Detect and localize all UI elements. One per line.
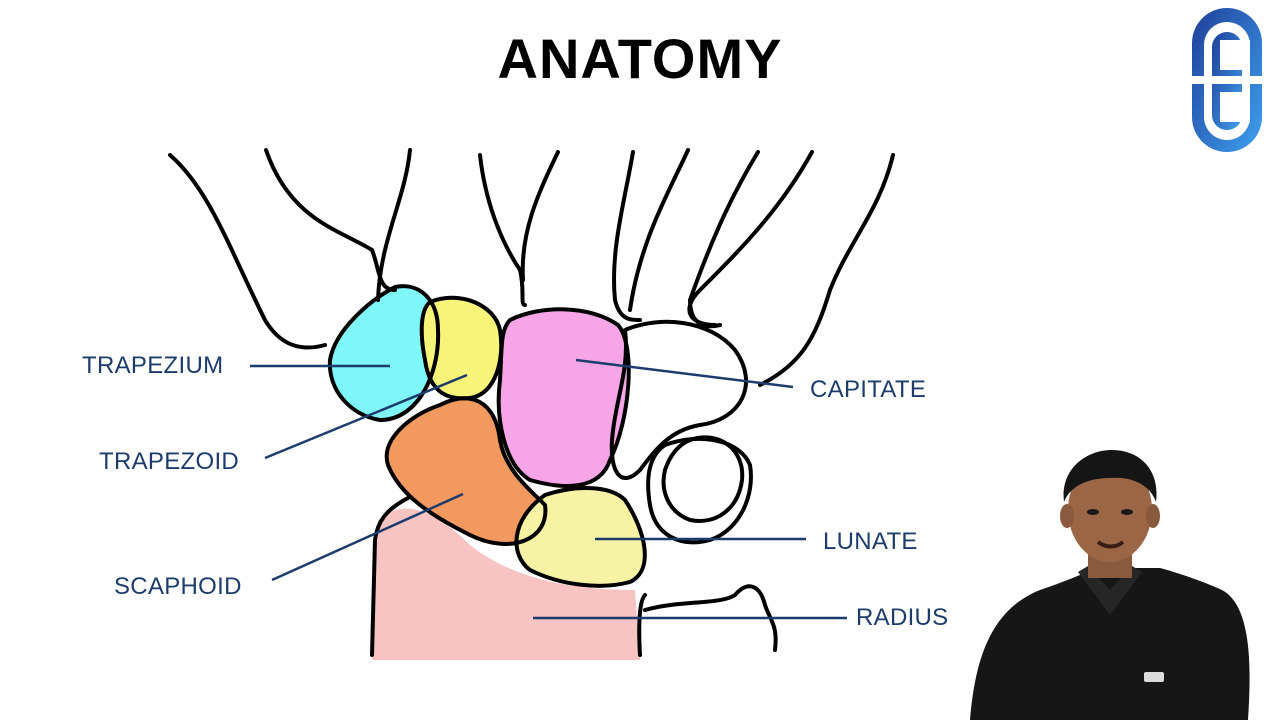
capitate-fill (499, 309, 627, 486)
scaphoid-outline (384, 396, 548, 546)
presenter-face (1068, 458, 1152, 562)
lunate-outline (514, 486, 647, 588)
presenter-ear-right (1146, 504, 1160, 528)
lunate-fill (516, 488, 645, 586)
scaphoid-label: SCAPHOID (114, 573, 242, 600)
metacarpal-5-outline (687, 150, 814, 329)
radius-label: RADIUS (856, 604, 949, 631)
radius-outline (370, 496, 647, 657)
trapezoid-outline (419, 295, 504, 401)
trapezium-fill (329, 286, 439, 420)
presenter-eye-left (1087, 509, 1099, 515)
metacarpal-5b-outline (758, 153, 895, 387)
metacarpal-2-outline (264, 148, 412, 302)
trapezoid-leader (264, 373, 468, 460)
trapezoid-label: TRAPEZOID (99, 448, 240, 475)
capitate-label: CAPITATE (810, 376, 927, 403)
ulna-outline (643, 584, 778, 652)
presenter-shirt (970, 568, 1250, 720)
scaphoid-leader (271, 492, 464, 582)
presenter-collar (1078, 566, 1142, 615)
capitate-leader (575, 358, 794, 389)
metacarpal-4-outline (612, 148, 690, 322)
presenter-shirt-badge (1144, 672, 1164, 682)
presenter-eye-right (1121, 509, 1133, 515)
presenter-ear-left (1060, 504, 1074, 528)
trapezium-label: TRAPEZIUM (82, 352, 224, 379)
metacarpal-1-outline (168, 153, 327, 350)
capitate-outline (496, 307, 631, 488)
presenter-mouth (1096, 540, 1125, 549)
page-title: ANATOMY (497, 27, 783, 90)
lunate-label: LUNATE (823, 528, 918, 555)
radius-fill (372, 508, 640, 660)
channel-logo-icon (1190, 8, 1266, 152)
trapezium-outline (327, 284, 441, 422)
presenter-hair (1063, 450, 1157, 502)
hamate-outline (609, 319, 748, 480)
metacarpal-3-outline (478, 150, 560, 307)
pisiform-outline (661, 435, 745, 523)
presenter-figure (970, 450, 1250, 720)
trapezoid-fill (421, 297, 502, 399)
